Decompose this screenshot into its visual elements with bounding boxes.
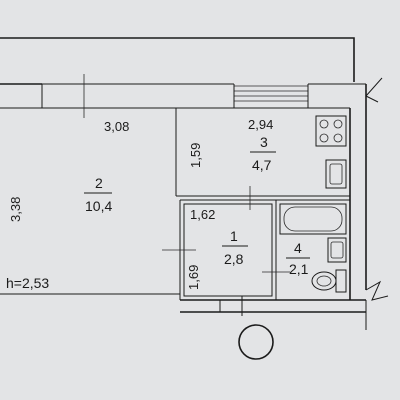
dim-1-69: 1,69 (186, 265, 201, 290)
facade-top-outer (0, 37, 355, 82)
room-3-area: 4,7 (252, 157, 272, 173)
kitchen-sink-icon (325, 159, 347, 189)
dim-2-94: 2,94 (248, 117, 273, 132)
dim-1-59: 1,59 (188, 143, 203, 168)
room-3-number: 3 (260, 134, 268, 150)
labels: 3,08 2,94 1,59 3,38 1,62 1,69 2 10,4 3 4… (6, 117, 310, 291)
dim-3-08: 3,08 (104, 119, 129, 134)
partitions (83, 74, 350, 300)
window-top (233, 84, 309, 108)
break-mark-top-right (365, 77, 383, 103)
washbasin-icon (327, 237, 347, 263)
bathtub-icon (279, 203, 347, 235)
toilet-icon (311, 269, 347, 293)
ceiling-height-label: h=2,53 (6, 275, 49, 291)
break-mark-bottom-right (365, 280, 389, 301)
room-4-area: 2,1 (289, 261, 309, 277)
room-2-area: 10,4 (85, 198, 112, 214)
stove-icon (315, 115, 347, 147)
dim-3-38: 3,38 (8, 197, 23, 222)
room-4-number: 4 (294, 240, 302, 256)
hole-punch-circle (238, 324, 274, 360)
room-1-number: 1 (230, 228, 238, 244)
outer-walls (0, 37, 389, 330)
room-1-area: 2,8 (224, 251, 244, 267)
room-2-number: 2 (95, 175, 103, 191)
dim-1-62: 1,62 (190, 207, 215, 222)
